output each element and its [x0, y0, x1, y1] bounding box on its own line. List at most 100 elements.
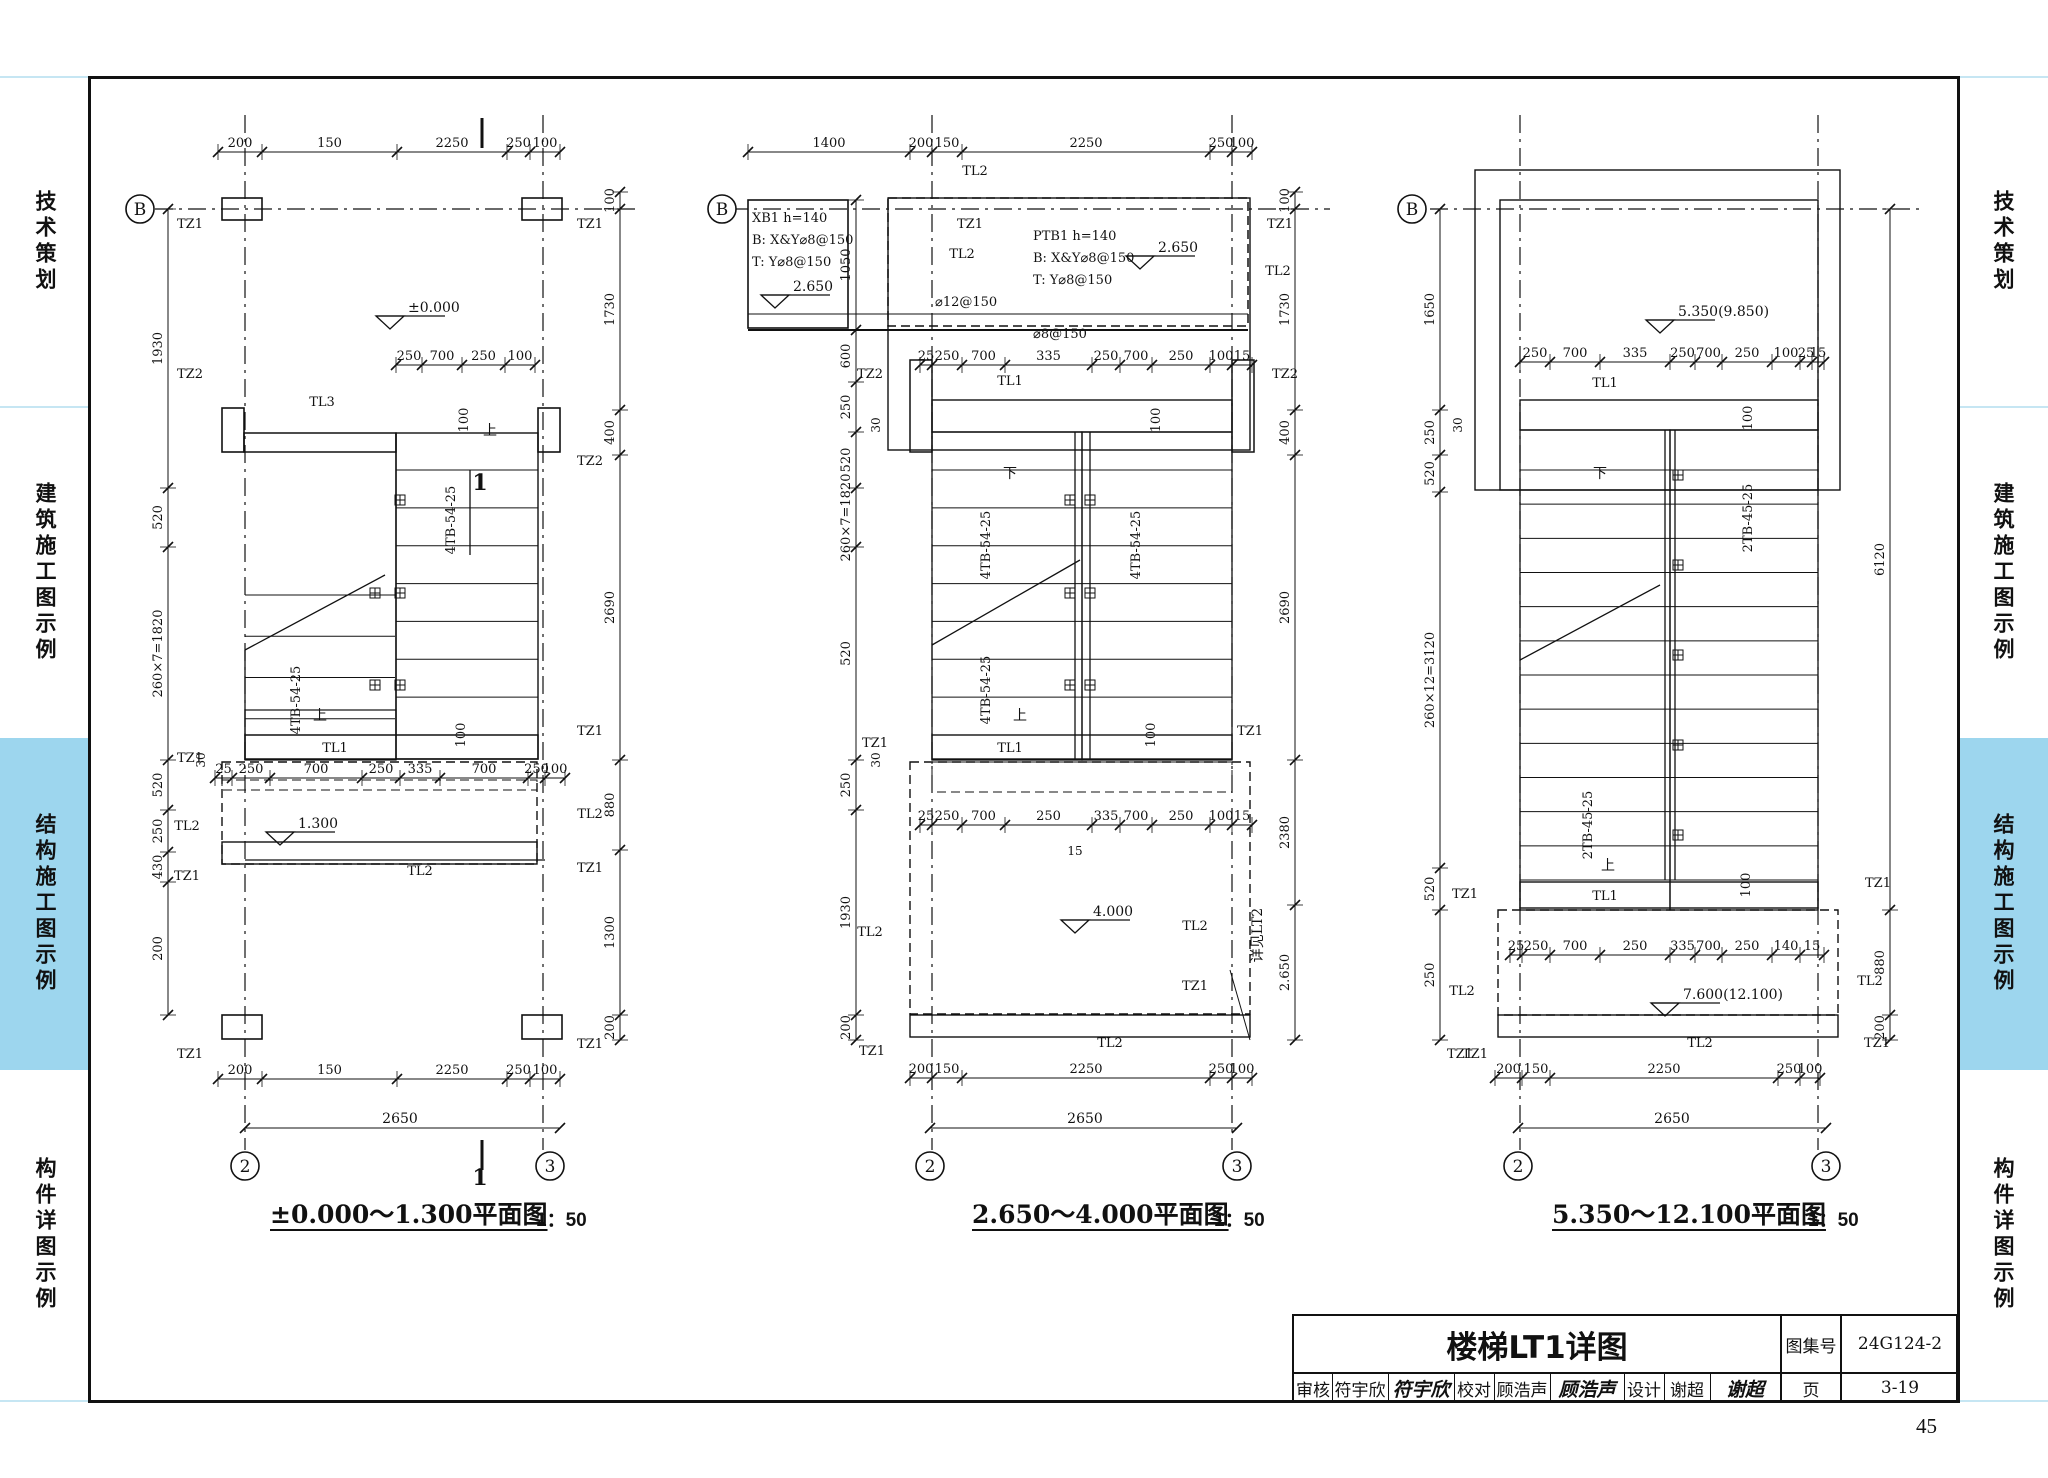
member-label: TL2: [1097, 1036, 1123, 1051]
sidebar-divider: [0, 406, 90, 408]
dim-value: 200: [1496, 1062, 1521, 1077]
member-label: TL2: [577, 807, 603, 822]
axis-bubble: [1222, 1151, 1252, 1181]
dim-value: 100: [1144, 723, 1159, 748]
dim-value: 30: [869, 752, 883, 767]
direction-label: 上: [483, 423, 497, 439]
dim-value: 700: [1124, 809, 1149, 824]
dim-value: 100: [457, 408, 472, 433]
designer-signature: 谢超: [1725, 1378, 1764, 1401]
sheet-page-number: 3-19: [1880, 1378, 1920, 1398]
beam-tl2: [909, 1014, 1251, 1038]
column-tz2: [909, 359, 933, 453]
direction-label: 下: [1003, 466, 1017, 482]
dim-value: 6120: [1873, 543, 1888, 576]
sidebar-section-label: 技术策划: [1991, 190, 2015, 294]
designer-name: 谢超: [1664, 1374, 1711, 1402]
landing-beam-tl1: [244, 734, 539, 760]
member-label: TL2: [1449, 984, 1475, 999]
beam-tl1: [931, 399, 1233, 433]
member-label: TL1: [322, 741, 348, 756]
left-sidebar: 技术策划 建筑施工图示例 结构施工图示例 构件详图示例: [0, 0, 90, 1478]
dim-value: 520: [1423, 877, 1438, 902]
dim-value: 2250: [435, 136, 468, 151]
member-label: TZ1: [1182, 979, 1208, 994]
landing-slab: [221, 761, 538, 865]
member-label: TZ1: [859, 1044, 885, 1059]
member-label: TZ2: [577, 454, 603, 469]
member-label: TL2: [962, 164, 988, 179]
dim-value: 335: [408, 762, 433, 777]
dim-value: 30: [869, 417, 883, 432]
dim-value: 100: [533, 1063, 558, 1078]
dim-value: 2250: [435, 1063, 468, 1078]
dim-value: 100: [1739, 873, 1754, 898]
elevation-symbol: [1644, 319, 1676, 334]
shaft-inner: [1499, 199, 1819, 491]
dim-value: 520: [839, 641, 854, 666]
member-label: TZ1: [1865, 876, 1891, 891]
member-label: TZ1: [177, 1047, 203, 1062]
dim-value: 250: [1209, 1062, 1234, 1077]
sidebar-section-components: 构件详图示例: [0, 1070, 90, 1400]
break-line: [1519, 584, 1661, 661]
dim-value: 700: [430, 349, 455, 364]
sidebar-section-label: 结构施工图示例: [1991, 813, 2015, 995]
tl1-dashed: [931, 761, 1233, 793]
sidebar-section-planning: 技术策划: [1958, 78, 2048, 406]
dim-value: 700: [971, 809, 996, 824]
dim-value: 260×7=1820: [151, 610, 166, 698]
axis-bubble: [1397, 194, 1427, 224]
panel-title: 5.350～12.100平面图: [1552, 1200, 1826, 1229]
flight-right: [1081, 431, 1233, 761]
dim-value: 100: [1230, 136, 1255, 151]
dim-value: 140: [1774, 939, 1799, 954]
dim-value: 700: [1696, 346, 1721, 361]
dim-value: 15: [1234, 809, 1251, 824]
member-label: TZ1: [1462, 1047, 1488, 1062]
dim-value: 150: [935, 136, 960, 151]
slab-note: ⌀8@150: [1033, 327, 1087, 342]
slab-note: B: X&Y⌀8@150: [752, 233, 853, 248]
dim-value: 250: [1777, 1062, 1802, 1077]
slab-note: B: X&Y⌀8@150: [1033, 251, 1134, 266]
beam-tl2: [221, 841, 538, 865]
sidebar-section-label: 构件详图示例: [33, 1157, 57, 1313]
sidebar-divider: [1958, 406, 2048, 408]
dim-value: 30: [194, 752, 208, 767]
sidebar-section-structure: 结构施工图示例: [1958, 738, 2048, 1070]
dim-total: 2650: [1654, 1111, 1690, 1127]
dim-value: 100: [543, 762, 568, 777]
member-label: TZ1: [1452, 887, 1478, 902]
dim-value: 700: [1124, 349, 1149, 364]
dim-value: 200: [909, 1062, 934, 1077]
dim-value: 520: [839, 448, 854, 473]
dim-tick: [239, 1122, 251, 1134]
dim-value: 1930: [839, 896, 854, 929]
dim-value: 200: [228, 136, 253, 151]
dim-value: 430: [151, 855, 166, 880]
dim-value: 100: [454, 723, 469, 748]
stair-flight-upper: [395, 432, 539, 760]
beam-tl1: [1519, 399, 1819, 431]
column-tz2: [537, 407, 561, 453]
dim-value: 200: [1873, 1015, 1888, 1040]
flight-label: 4TB-54-25: [289, 666, 304, 735]
dim-value: 520: [151, 773, 166, 798]
dim-value: 700: [971, 349, 996, 364]
dim-value: 260×7=1820: [839, 474, 854, 562]
dim-value: 1300: [603, 916, 618, 949]
dim-value: 880: [603, 793, 618, 818]
dim-value: 2690: [1278, 591, 1293, 624]
section-mark: 1: [472, 470, 487, 496]
dim-value: 700: [1696, 939, 1721, 954]
member-label: TZ1: [1267, 217, 1293, 232]
dim-value: 250: [1094, 349, 1119, 364]
dim-value: 15: [1067, 844, 1082, 858]
member-label: TL2: [1182, 919, 1208, 934]
member-label: TL2: [857, 925, 883, 940]
dim-value: 250: [506, 136, 531, 151]
dim-value: 2250: [1069, 136, 1102, 151]
tl1-dashed: [221, 779, 538, 791]
landing-slab: [1497, 909, 1839, 1016]
